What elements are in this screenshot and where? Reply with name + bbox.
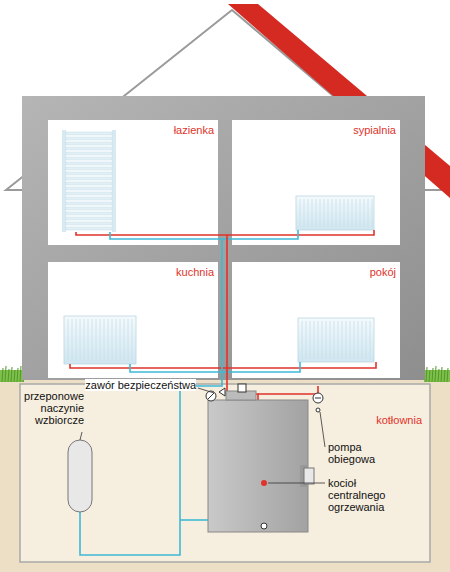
circulation-pump: [313, 393, 323, 412]
house-walls: [22, 96, 425, 380]
valve-label: zawór bezpieczeństwa: [85, 379, 196, 391]
ladder-radiator: [62, 130, 116, 232]
pump-label: pompa obiegowa: [328, 441, 398, 465]
panel-radiator: [64, 196, 374, 364]
room-box: pokój: [232, 262, 400, 378]
room-label: łazienka: [48, 124, 214, 137]
vessel-label: przeponowe naczynie wzbiorcze: [10, 390, 84, 426]
room-label: kuchnia: [48, 266, 214, 279]
boiler-label: kocioł centralnego ogrzewania: [328, 477, 412, 513]
leader-lines: [80, 388, 325, 483]
ground: [0, 378, 450, 572]
room-box: kuchnia: [48, 262, 218, 378]
room-label: sypialnia: [232, 124, 396, 137]
room-interiors: [48, 120, 400, 378]
boiler: [208, 391, 314, 532]
room-box: łazienka: [48, 120, 218, 245]
room-label: pokój: [232, 266, 396, 279]
expansion-vessel: [68, 440, 92, 512]
room-box: sypialnia: [232, 120, 400, 245]
